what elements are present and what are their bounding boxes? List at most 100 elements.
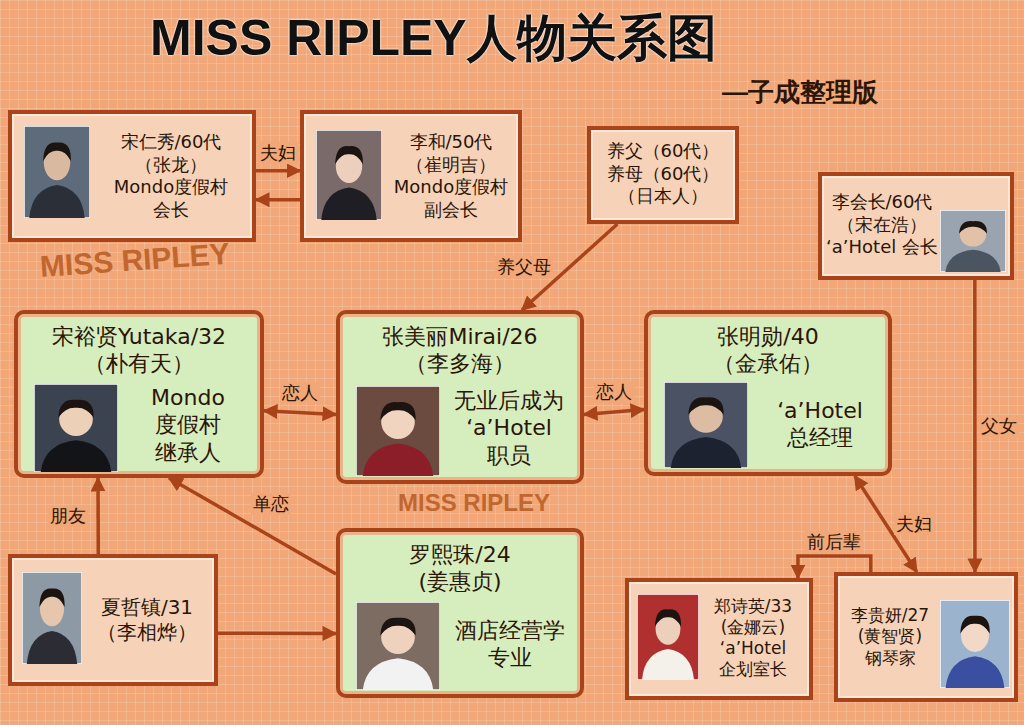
text-area: 李贵妍/27(黄智贤)钢琴家 (842, 582, 938, 692)
photo-body (945, 250, 1000, 272)
photo-background (316, 130, 382, 220)
photo-body (363, 444, 434, 476)
text-area: Mondo 度假村 继承人 (126, 382, 250, 468)
actor-name: （张龙） (96, 154, 246, 177)
photo-background (940, 600, 1010, 688)
photo-background (356, 386, 440, 476)
role-text: Mondo度假村 会长 (96, 176, 246, 221)
relation-arrow (256, 169, 300, 173)
photo-body (29, 185, 84, 218)
role-text: Mondo度假村 副会长 (386, 176, 516, 221)
actor-name: （李多海） (344, 350, 576, 378)
photo-background (664, 382, 748, 468)
photo-background (34, 384, 118, 472)
text-stack: 李贵妍/27(黄智贤)钢琴家 (842, 605, 938, 669)
text-area: 夏哲镇/31（李相烨） (84, 564, 210, 676)
relation-label: 单恋 (251, 493, 291, 515)
relation-arrow (264, 411, 336, 415)
main-character-box: 宋裕贤Yutaka/32（朴有天）Mondo 度假村 继承人 (14, 310, 264, 478)
photo-hair (335, 146, 363, 164)
character-name: 宋仁秀/60代 (96, 131, 246, 154)
portrait-photo (24, 126, 90, 218)
photo-background (356, 602, 440, 690)
character-name: 李和/50代 (386, 131, 516, 154)
text-stack: 罗熙珠/24(姜惠贞) (344, 541, 576, 596)
character-name: 养父（60代） 养母（60代） （日本人） (595, 140, 731, 208)
character-name: 夏哲镇/31 (84, 595, 210, 620)
role-text: ‘a’Hotel 总经理 (756, 397, 884, 452)
text-stack: 酒店经营学 专业 (448, 617, 572, 672)
character-name: 罗熙珠/24 (344, 541, 576, 569)
actor-name: （崔明吉） (386, 154, 516, 177)
relation-label: 父女 (979, 415, 1019, 437)
character-name: 郑诗英/33 (701, 596, 805, 617)
character-box: 郑诗英/33(金娜云)‘a’Hotel 企划室长 (625, 578, 813, 700)
text-stack: ‘a’Hotel 总经理 (756, 397, 884, 452)
portrait-photo (316, 130, 382, 220)
text-area: ‘a’Hotel 总经理 (756, 382, 884, 466)
actor-name: （金承佑） (652, 350, 884, 378)
text-area: 张明勋/40（金承佑） (652, 320, 884, 380)
relation-label: 夫妇 (894, 513, 934, 535)
photo-body (41, 440, 112, 472)
relation-label: 夫妇 (258, 142, 298, 164)
photo-background (940, 210, 1006, 272)
character-name: 张明勋/40 (652, 323, 884, 351)
portrait-photo (940, 210, 1006, 272)
text-stack: 养父（60代） 养母（60代） （日本人） (595, 140, 731, 208)
relation-label: 恋人 (594, 381, 634, 403)
relation-arrow (96, 478, 100, 554)
actor-name: （朴有天） (22, 350, 256, 378)
character-name: 张美丽Mirai/26 (344, 323, 576, 351)
character-box: 李贵妍/27(黄智贤)钢琴家 (834, 572, 1018, 702)
portrait-photo (34, 384, 118, 472)
photo-body (671, 437, 742, 468)
photo-hair (39, 588, 64, 607)
text-area: 养父（60代） 养母（60代） （日本人） (595, 134, 731, 214)
character-box: 养父（60代） 养母（60代） （日本人） (587, 126, 739, 224)
actor-name: （李相烨） (84, 620, 210, 645)
relation-label: 恋人 (280, 382, 320, 404)
photo-background (637, 594, 699, 680)
text-area: 罗熙珠/24(姜惠贞) (344, 538, 576, 598)
text-stack: 夏哲镇/31（李相烨） (84, 595, 210, 645)
relation-arrow (256, 198, 300, 202)
photo-hair (43, 142, 71, 161)
photo-hair (380, 402, 415, 420)
actor-name: （宋在浩） (826, 214, 938, 237)
relation-label: 养父母 (495, 256, 553, 278)
photo-hair (959, 221, 987, 234)
text-area: 李会长/60代（宋在浩）‘a’Hotel 会长 (826, 180, 938, 270)
character-name: 李贵妍/27 (842, 605, 938, 626)
actor-name: (黄智贤) (842, 626, 938, 647)
character-box: 夏哲镇/31（李相烨） (8, 554, 218, 686)
role-text: 钢琴家 (842, 648, 938, 669)
text-stack: 宋裕贤Yutaka/32（朴有天） (22, 323, 256, 378)
text-area: 无业后成为 ‘a’Hotel 职员 (450, 382, 568, 474)
text-area: 郑诗英/33(金娜云)‘a’Hotel 企划室长 (701, 586, 805, 690)
text-area: 宋仁秀/60代（张龙）Mondo度假村 会长 (96, 120, 246, 232)
portrait-photo (356, 386, 440, 476)
portrait-photo (22, 572, 82, 664)
main-character-box: 罗熙珠/24(姜惠贞) 酒店经营学 专业 (336, 528, 584, 698)
photo-hair (688, 397, 723, 414)
text-stack: 张明勋/40（金承佑） (652, 323, 884, 378)
character-box: 李会长/60代（宋在浩）‘a’Hotel 会长 (818, 172, 1014, 280)
text-stack: 张美丽Mirai/26（李多海） (344, 323, 576, 378)
watermark-text: MISS RIPLEY (398, 489, 550, 517)
watermark-text: MISS RIPLEY (39, 237, 231, 285)
actor-name: (姜惠贞) (344, 568, 576, 596)
photo-hair (58, 400, 93, 418)
text-stack: 郑诗英/33(金娜云)‘a’Hotel 企划室长 (701, 596, 805, 681)
text-stack: 李和/50代（崔明吉）Mondo度假村 副会长 (386, 131, 516, 221)
character-name: 宋裕贤Yutaka/32 (22, 323, 256, 351)
relation-label: 朋友 (48, 505, 88, 527)
photo-body (27, 631, 77, 664)
character-box: 李和/50代（崔明吉）Mondo度假村 副会长 (300, 110, 522, 242)
photo-hair (380, 618, 415, 636)
photo-body (946, 656, 1005, 688)
portrait-photo (637, 594, 699, 680)
text-stack: 无业后成为 ‘a’Hotel 职员 (450, 387, 568, 470)
text-stack: 宋仁秀/60代（张龙）Mondo度假村 会长 (96, 131, 246, 221)
relation-arrow (973, 280, 977, 572)
